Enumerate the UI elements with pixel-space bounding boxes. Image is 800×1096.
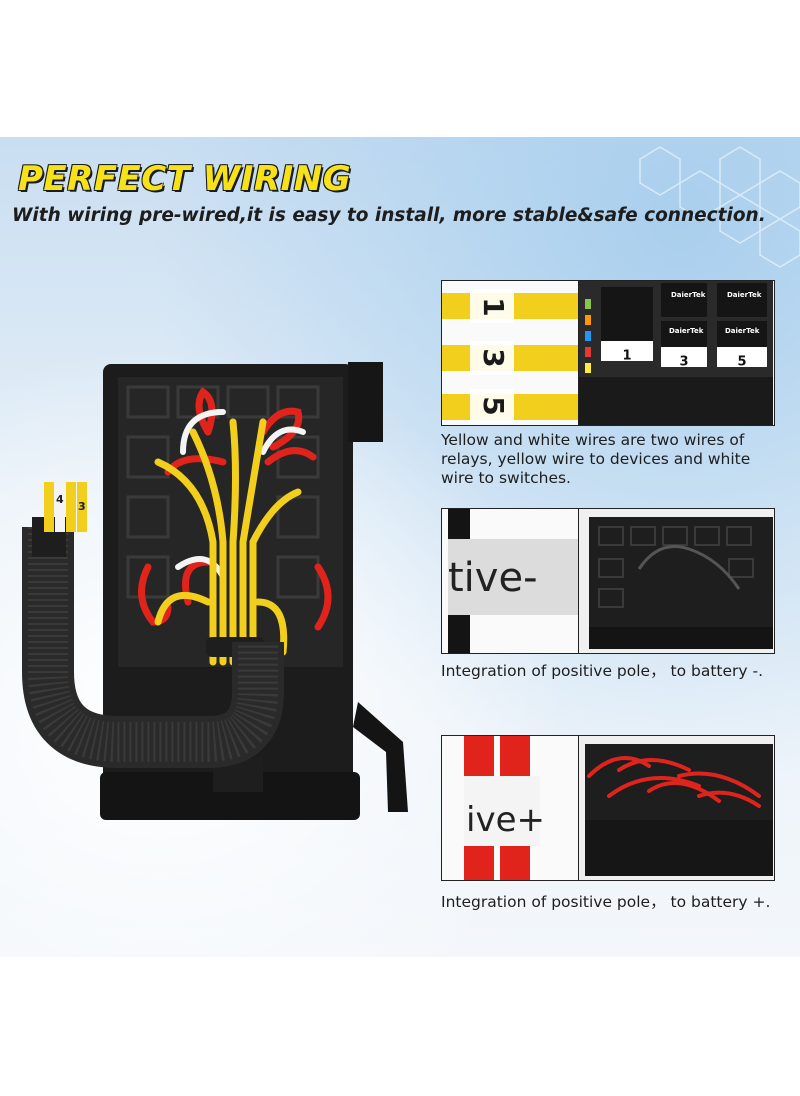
relay-brand-label: DaierTek bbox=[669, 327, 704, 335]
fuse-relay-box-image: 4 3 bbox=[22, 362, 408, 820]
relay-number-5: 5 bbox=[737, 355, 746, 370]
red-wiring-closeup bbox=[579, 736, 774, 880]
wire-number-5: 5 bbox=[477, 396, 510, 415]
wire-number-1: 1 bbox=[477, 297, 510, 316]
negative-pole-caption: Integration of positive pole， to battery… bbox=[441, 662, 764, 680]
positive-pole-caption: Integration of positive pole， to battery… bbox=[441, 893, 771, 911]
wire-label-3: 3 bbox=[78, 500, 86, 513]
negative-wire-label: tive- bbox=[448, 555, 538, 601]
wire-label-4: 4 bbox=[56, 493, 64, 506]
relay-number-1: 1 bbox=[622, 349, 631, 364]
red-wire-closeup: ive+ bbox=[442, 736, 579, 880]
numbered-wires-closeup: 1 3 5 bbox=[442, 281, 579, 425]
banner: PERFECT WIRING With wiring pre-wired,it … bbox=[0, 137, 800, 957]
positive-wire-label: ive+ bbox=[466, 800, 545, 840]
hexagon-pattern bbox=[639, 146, 800, 268]
page-title: PERFECT WIRING bbox=[18, 159, 352, 199]
black-wiring-closeup bbox=[579, 509, 774, 653]
page-subtitle: With wiring pre-wired,it is easy to inst… bbox=[12, 205, 766, 226]
relay-wires-caption: Yellow and white wires are two wires of … bbox=[441, 431, 751, 487]
negative-pole-panel: tive- bbox=[441, 508, 775, 654]
positive-pole-panel: ive+ bbox=[441, 735, 775, 881]
relay-brand-label: DaierTek bbox=[671, 291, 706, 299]
black-wire-closeup: tive- bbox=[442, 509, 579, 653]
relay-wires-panel: 1 3 5 DaierTek Da bbox=[441, 280, 775, 426]
relay-brand-label: DaierTek bbox=[727, 291, 762, 299]
wire-number-3: 3 bbox=[477, 348, 510, 367]
relay-block-closeup: DaierTek DaierTek DaierTek DaierTek 1 3 … bbox=[579, 281, 774, 425]
relay-number-3: 3 bbox=[679, 355, 688, 370]
relay-brand-label: DaierTek bbox=[725, 327, 760, 335]
